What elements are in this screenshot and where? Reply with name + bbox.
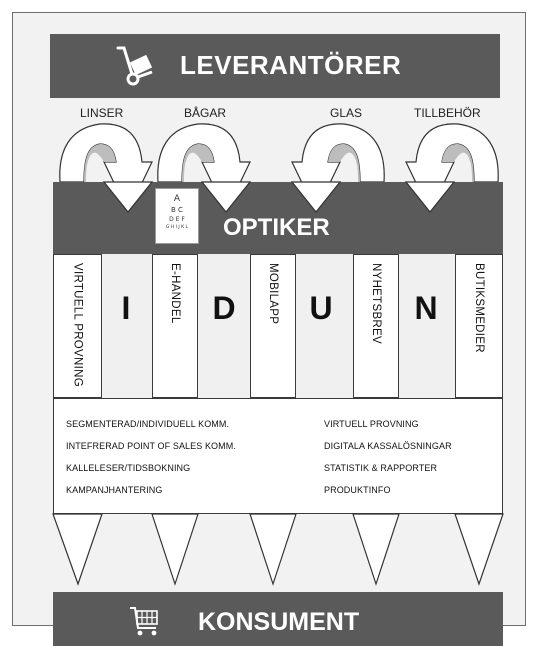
consumer-title: KONSUMENT (198, 608, 360, 636)
idun-letter-i: I (121, 290, 131, 326)
pointer-4 (352, 513, 400, 586)
optiker-title: OPTIKER (223, 214, 330, 241)
service-right-1: VIRTUELL PROVNING (324, 419, 419, 429)
service-left-4: KAMPANJHANTERING (66, 485, 163, 495)
pointer-1 (52, 513, 103, 586)
consumer-banner: KONSUMENT (53, 592, 503, 646)
column-virtuell-provning: VIRTUELL PROVNING (53, 254, 102, 398)
hand-truck-icon (116, 46, 153, 86)
column-label-ehandel: E-HANDEL (169, 263, 181, 324)
service-right-3: STATISTIK & RAPPORTER (324, 463, 438, 473)
shopping-cart-icon (130, 607, 158, 636)
service-left-3: KALLELESER/TIDSBOKNING (66, 463, 191, 473)
eye-chart-line-4: G H I J K L (165, 225, 189, 230)
flow-label-glas: GLAS (330, 106, 363, 120)
suppliers-title: LEVERANTÖRER (180, 50, 402, 80)
idun-letter-n: N (414, 290, 438, 326)
column-label-butiksmedier: BUTIKSMEDIER (473, 263, 485, 353)
eye-chart-line-2: B C (171, 206, 183, 214)
idun-letter-u: U (309, 290, 333, 326)
column-butiksmedier: BUTIKSMEDIER (455, 254, 503, 398)
service-right-4: PRODUKTINFO (324, 485, 391, 495)
eye-chart-card: A B C D E F G H I J K L (155, 188, 199, 244)
pointer-2 (151, 513, 199, 586)
column-label-virtuell: VIRTUELL PROVNING (71, 263, 84, 387)
flow-label-linser: LINSER (80, 106, 124, 120)
column-mobilapp: MOBILAPP (250, 254, 296, 398)
eye-chart-line-3: D E F (169, 216, 185, 223)
channel-columns: VIRTUELL PROVNING I E-HANDEL D MOBILAPP … (53, 254, 503, 398)
service-right-2: DIGITALA KASSALÖSNINGAR (324, 441, 452, 451)
column-nyhetsbrev: NYHETSBREV (353, 254, 399, 398)
pointer-5 (454, 513, 504, 586)
flow-label-bagar: BÅGAR (184, 106, 227, 120)
service-left-2: INTEFRERAD POINT OF SALES KOMM. (66, 441, 236, 451)
pointer-3 (249, 513, 297, 586)
flow-label-tillbehor: TILLBEHÖR (414, 106, 481, 120)
column-label-mobilapp: MOBILAPP (267, 263, 279, 325)
column-label-nyhetsbrev: NYHETSBREV (370, 263, 382, 344)
idun-letter-d: D (212, 290, 236, 326)
eye-chart-line-1: A (173, 194, 181, 204)
suppliers-banner: LEVERANTÖRER (50, 34, 500, 98)
service-left-1: SEGMENTERAD/INDIVIDUELL KOMM. (66, 419, 230, 429)
column-ehandel: E-HANDEL (152, 254, 198, 398)
